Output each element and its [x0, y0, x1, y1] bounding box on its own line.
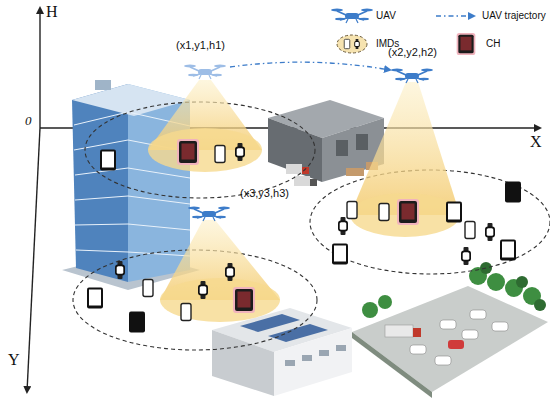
coordinate-label: (x1,y1,h1) — [176, 40, 225, 51]
iot-devices — [87, 139, 521, 333]
warehouse — [268, 100, 384, 186]
coordinate-label: (x3,y3,h3) — [240, 188, 289, 199]
origin-label: 0 — [25, 114, 32, 127]
axes — [27, 8, 540, 392]
parking-lot — [352, 262, 548, 398]
legend-text: UAV trajectory — [482, 11, 546, 21]
legend-text: UAV — [376, 11, 396, 21]
axis-label: X — [530, 134, 542, 150]
axis-label: H — [46, 4, 58, 20]
legend-text: IMDs — [376, 39, 399, 49]
coverage-beams — [148, 80, 460, 322]
axis-label: Y — [8, 352, 20, 368]
legend-text: CH — [486, 39, 500, 49]
uavs — [184, 62, 433, 221]
cluster-areas — [73, 102, 550, 350]
